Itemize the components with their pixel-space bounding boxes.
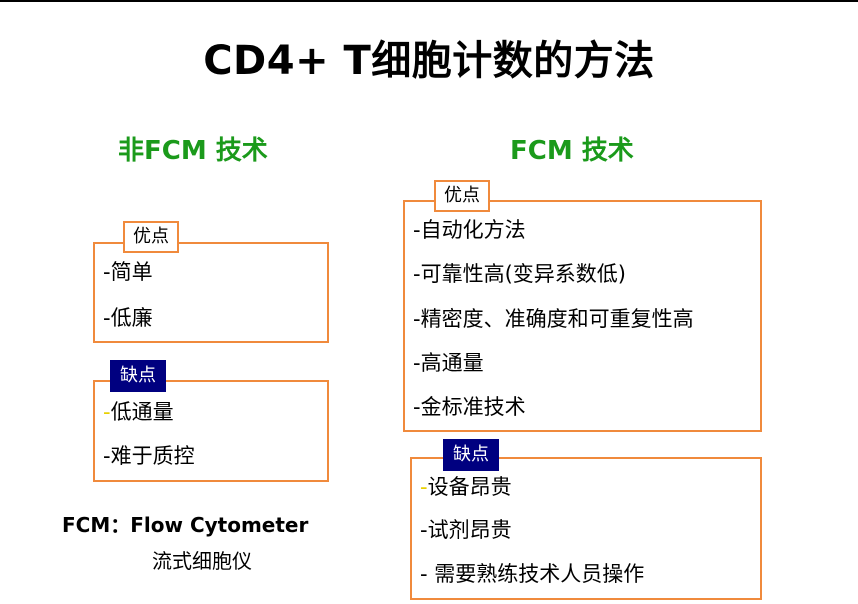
fcm-pro-item: -可靠性高(变异系数低): [413, 262, 626, 286]
fcm-heading: FCM 技术: [510, 136, 634, 166]
non-fcm-pro-item: -简单: [103, 260, 153, 284]
fcm-pro-item: -自动化方法: [413, 218, 526, 242]
non-fcm-cons-tag: 缺点: [110, 360, 166, 392]
fcm-con-item: -设备昂贵: [420, 475, 512, 499]
fcm-pros-tag: 优点: [434, 180, 490, 212]
non-fcm-pros-tag: 优点: [123, 221, 179, 253]
slide-title: CD4+ T细胞计数的方法: [203, 38, 655, 84]
non-fcm-cons-box: -低通量 -难于质控: [93, 380, 329, 482]
non-fcm-heading: 非FCM 技术: [118, 136, 268, 166]
fcm-chinese-name: 流式细胞仪: [152, 549, 252, 573]
non-fcm-con-item: -难于质控: [103, 444, 195, 468]
fcm-pros-box: -自动化方法 -可靠性高(变异系数低) -精密度、准确度和可重复性高 -高通量 …: [403, 200, 762, 432]
fcm-abbreviation-note: FCM：Flow Cytometer: [62, 513, 309, 537]
fcm-pro-item: -高通量: [413, 351, 484, 375]
fcm-con-item: -试剂昂贵: [420, 518, 512, 542]
non-fcm-pros-box: -简单 -低廉: [93, 242, 329, 343]
non-fcm-pro-item: -低廉: [103, 306, 153, 330]
yellow-dash: -: [103, 400, 111, 424]
yellow-dash: -: [420, 475, 428, 499]
fcm-pro-item: -金标准技术: [413, 395, 526, 419]
non-fcm-con-item: -低通量: [103, 400, 174, 424]
fcm-cons-tag: 缺点: [443, 439, 499, 471]
fcm-pro-item: -精密度、准确度和可重复性高: [413, 307, 694, 331]
fcm-cons-box: -设备昂贵 -试剂昂贵 - 需要熟练技术人员操作: [410, 457, 762, 600]
top-border-line: [0, 0, 858, 2]
fcm-con-item: - 需要熟练技术人员操作: [420, 562, 645, 586]
